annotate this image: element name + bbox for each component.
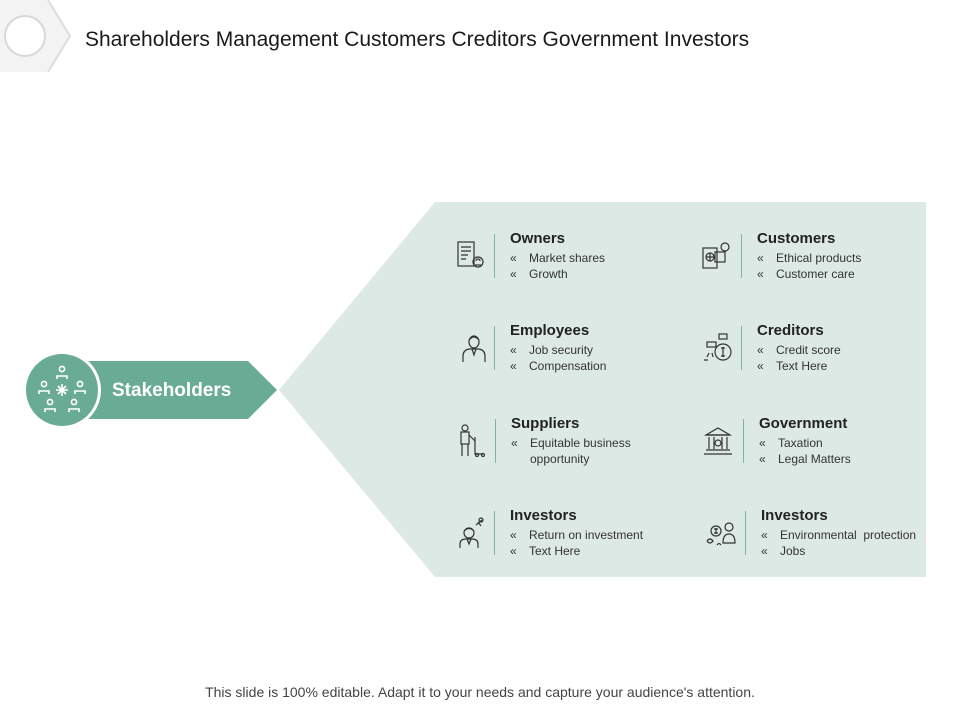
bullet-item: Credit score [757, 342, 841, 358]
divider [494, 511, 495, 555]
stakeholder-name: Owners [510, 230, 566, 247]
bullet-item: Compensation [510, 358, 606, 374]
divider [495, 419, 496, 463]
bullet-list: Job security Compensation [510, 342, 606, 374]
stakeholder-employees: Employees Job security Compensation [452, 322, 692, 386]
stakeholder-name: Employees [510, 322, 590, 339]
stakeholder-government: Government Taxation Legal Matters [701, 415, 941, 479]
bullet-list: Ethical products Customer care [757, 250, 861, 282]
bullet-item: Text Here [510, 543, 643, 559]
bullet-item: Growth [510, 266, 605, 282]
stakeholder-name: Investors [510, 507, 577, 524]
team-network-icon [38, 365, 86, 412]
money-bag-icon [704, 333, 732, 361]
bullet-list: Market shares Growth [510, 250, 605, 282]
bullet-item: Environmental protection [761, 527, 916, 543]
investor-group-icon [706, 522, 736, 546]
bullet-list: Return on investment Text Here [510, 527, 643, 559]
divider [743, 419, 744, 463]
bullet-item: Jobs [761, 543, 916, 559]
stakeholder-creditors: Creditors Credit score Text Here [699, 322, 939, 386]
worker-trolley-icon [460, 424, 486, 457]
document-person-icon [457, 241, 484, 268]
hub-label: Stakeholders [112, 380, 232, 401]
footer-note: This slide is 100% editable. Adapt it to… [205, 684, 755, 700]
bullet-item: Customer care [757, 266, 861, 282]
government-building-icon [703, 427, 733, 455]
page-title: Shareholders Management Customers Credit… [85, 28, 750, 51]
bullet-item: Taxation [759, 435, 851, 451]
corner-decoration [0, 0, 72, 73]
stakeholder-name: Investors [761, 507, 828, 524]
stakeholder-name: Suppliers [511, 415, 580, 432]
bullet-item: Equitable business opportunity [511, 435, 650, 467]
stakeholder-name: Creditors [757, 322, 824, 339]
bullet-item: Text Here [757, 358, 841, 374]
stakeholder-customers: Customers Ethical products Customer care [699, 230, 939, 294]
bullet-item: Legal Matters [759, 451, 851, 467]
bullet-item: Ethical products [757, 250, 861, 266]
divider [745, 511, 746, 555]
divider [494, 234, 495, 278]
bullet-item: Job security [510, 342, 606, 358]
bullet-item: Market shares [510, 250, 605, 266]
stakeholder-name: Customers [757, 230, 836, 247]
divider [741, 234, 742, 278]
bullet-item: Return on investment [510, 527, 643, 543]
divider [741, 326, 742, 370]
stakeholder-investors-left: Investors Return on investment Text Here [452, 507, 692, 571]
stakeholder-suppliers: Suppliers Equitable business opportunity [453, 415, 693, 479]
stakeholder-name: Government [759, 415, 848, 432]
stakeholder-owners: Owners Market shares Growth [452, 230, 692, 294]
investor-icon [459, 517, 484, 548]
stakeholder-investors-right: Investors Environmental protection Jobs [703, 507, 943, 571]
bullet-list: Equitable business opportunity [511, 435, 650, 467]
divider [494, 326, 495, 370]
bullet-list: Credit score Text Here [757, 342, 841, 374]
shopping-globe-icon [702, 242, 730, 269]
employee-icon [462, 335, 486, 362]
bullet-list: Taxation Legal Matters [759, 435, 851, 467]
bullet-list: Environmental protection Jobs [761, 527, 916, 559]
